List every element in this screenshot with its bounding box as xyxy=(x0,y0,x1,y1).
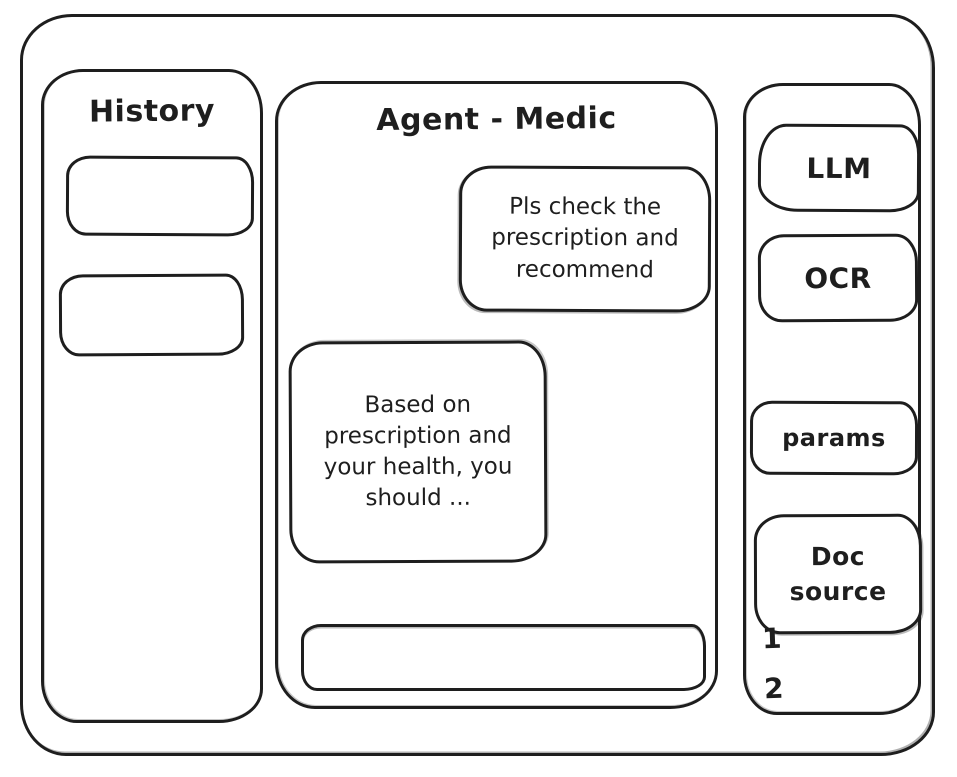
tools-panel: LLM OCR params Doc source 1 2 xyxy=(743,83,923,715)
history-item[interactable] xyxy=(65,155,255,237)
doc-source-item-1[interactable]: 1 xyxy=(761,621,783,656)
doc-source-item-2[interactable]: 2 xyxy=(763,671,785,706)
chat-panel: Agent - Medic Pls check the prescription… xyxy=(275,81,718,709)
app-window: History Agent - Medic Pls check the pres… xyxy=(20,14,935,756)
params-button[interactable]: params xyxy=(749,400,919,476)
doc-source-button[interactable]: Doc source xyxy=(753,513,923,635)
history-panel: History xyxy=(41,69,263,723)
assistant-message-bubble: Based on prescription and your health, y… xyxy=(288,340,548,564)
llm-button[interactable]: LLM xyxy=(757,123,921,213)
ocr-button[interactable]: OCR xyxy=(757,233,919,323)
chat-title: Agent - Medic xyxy=(376,100,617,139)
history-item[interactable] xyxy=(58,273,245,357)
message-input[interactable] xyxy=(301,624,706,691)
user-message-bubble: Pls check the prescription and recommend xyxy=(458,165,712,313)
history-title: History xyxy=(88,93,216,130)
